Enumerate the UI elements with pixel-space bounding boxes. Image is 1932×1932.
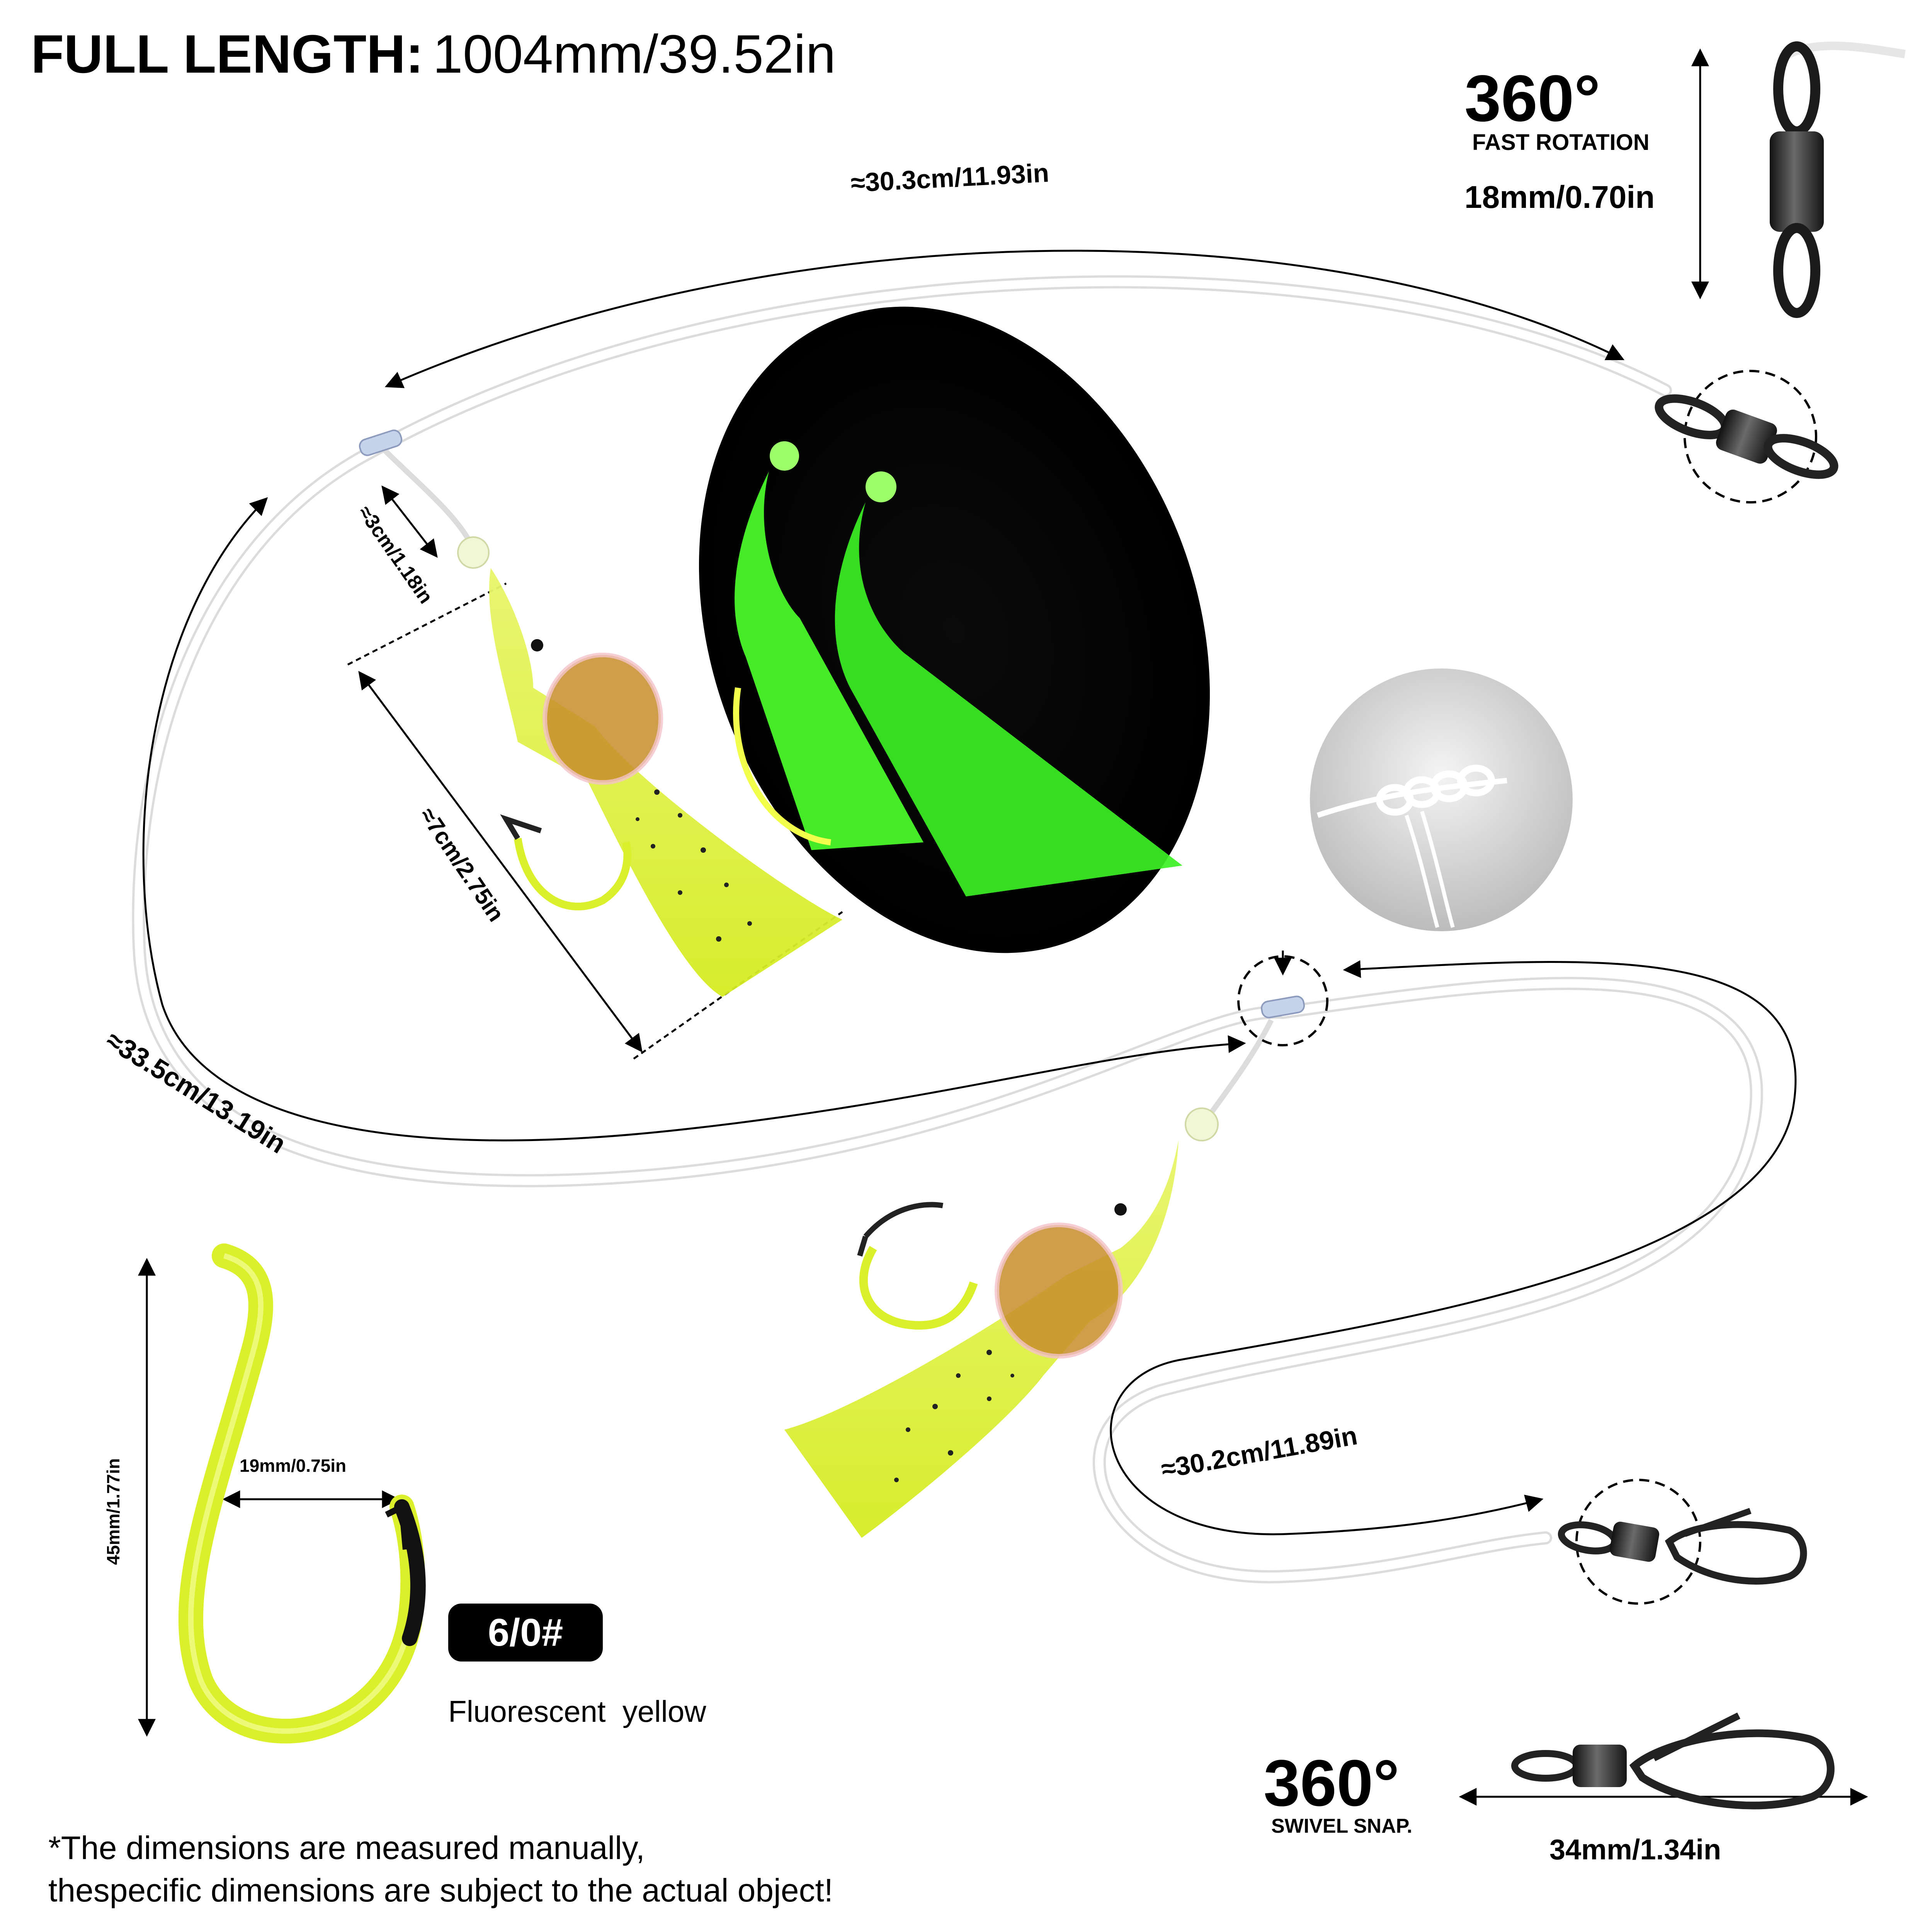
knot-wrap-middle [1261, 995, 1305, 1019]
line-swivel-snap [1558, 1508, 1807, 1585]
detail-circles [1237, 370, 1817, 1605]
swivel-snap-degrees: 360° [1264, 1747, 1400, 1820]
swivel-rotation-caption: FAST ROTATION [1472, 130, 1650, 155]
swivel-rotation-degrees: 360° [1464, 62, 1600, 135]
footnote-line-2: thespecific dimensions are subject to th… [48, 1872, 833, 1908]
footnote-line-1: *The dimensions are measured manually, [48, 1830, 645, 1866]
hook-detail-image [178, 1243, 426, 1744]
swivel-snap-detail-image [1511, 1712, 1835, 1810]
swivel-detail-image [1770, 41, 1906, 318]
full-length-label: FULL LENGTH: [31, 24, 424, 84]
dimension-arrows [138, 48, 1868, 1806]
glow-in-dark-photo [699, 306, 1210, 953]
squid-lure-upper [457, 536, 842, 997]
hook-height-label: 45mm/1.77in [103, 1458, 123, 1565]
knot-closeup-photo [1310, 668, 1573, 931]
knot-wrap-top [359, 429, 403, 456]
swivel-snap-caption: SWIVEL SNAP. [1271, 1815, 1413, 1837]
line-swivel-top [1655, 394, 1838, 479]
hook-gap-label: 19mm/0.75in [240, 1456, 347, 1476]
swivel-snap-size: 34mm/1.34in [1549, 1833, 1721, 1866]
swivel-size-label: 18mm/0.70in [1464, 180, 1655, 215]
full-length-value: 1004mm/39.52in [433, 24, 836, 84]
hook-color-label: Fluorescent yellow [448, 1694, 706, 1728]
squid-lure-lower [784, 1107, 1219, 1538]
skirt-extent-lines [347, 582, 843, 1060]
hook-size-badge: 6/0# [448, 1604, 603, 1662]
